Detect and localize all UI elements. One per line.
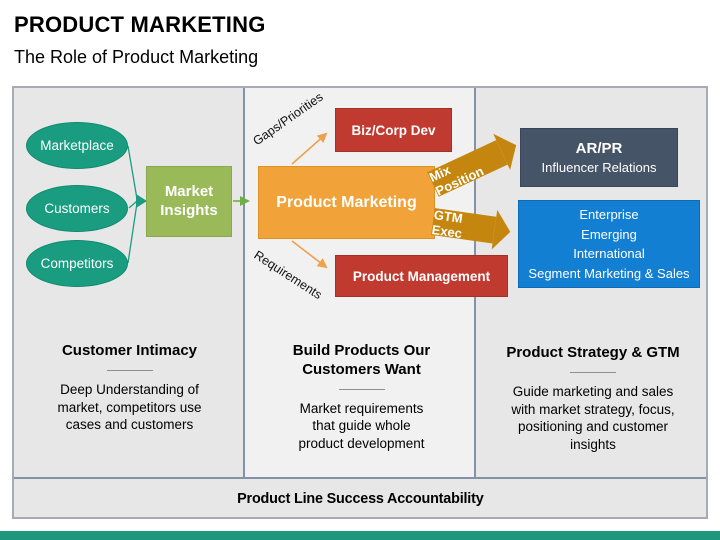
build-products-section: Build Products Our Customers Want Market… bbox=[247, 342, 476, 453]
ellipse-marketplace-label: Marketplace bbox=[40, 138, 114, 153]
market-insights-box: Market Insights bbox=[146, 166, 232, 237]
segment-emerging: Emerging bbox=[581, 226, 637, 242]
build-products-description: Market requirements that guide whole pro… bbox=[298, 400, 425, 452]
page-subtitle: The Role of Product Marketing bbox=[14, 47, 259, 67]
build-products-heading: Build Products Our Customers Want bbox=[292, 342, 431, 378]
product-strategy-heading: Product Strategy & GTM bbox=[506, 344, 680, 361]
biz-corp-dev-box: Biz/Corp Dev bbox=[335, 108, 452, 152]
arpr-subtitle: Influencer Relations bbox=[541, 159, 657, 175]
ellipse-competitors-label: Competitors bbox=[40, 256, 114, 271]
customer-intimacy-section: Customer Intimacy Deep Understanding of … bbox=[14, 342, 245, 434]
heading-divider bbox=[338, 388, 385, 390]
ellipse-customers-label: Customers bbox=[44, 201, 110, 216]
segment-enterprise: Enterprise bbox=[579, 207, 639, 222]
product-management-box: Product Management bbox=[335, 255, 508, 297]
product-strategy-description: Guide marketing and sales with market st… bbox=[511, 383, 675, 453]
ellipse-marketplace: Marketplace bbox=[26, 122, 128, 169]
customer-intimacy-description: Deep Understanding of market, competitor… bbox=[57, 381, 202, 433]
arpr-box: AR/PR Influencer Relations bbox=[520, 128, 678, 187]
ellipse-competitors: Competitors bbox=[26, 240, 128, 287]
accountability-bar-label: Product Line Success Accountability bbox=[236, 489, 484, 507]
arpr-title: AR/PR bbox=[575, 139, 623, 157]
ellipse-customers: Customers bbox=[26, 185, 128, 232]
page-title: PRODUCT MARKETING bbox=[14, 12, 266, 37]
product-marketing-box: Product Marketing bbox=[258, 166, 435, 239]
customer-intimacy-heading: Customer Intimacy bbox=[61, 342, 198, 359]
segments-box: Enterprise Emerging International Segmen… bbox=[518, 200, 700, 288]
heading-divider bbox=[570, 371, 616, 373]
segment-marketing-sales: Segment Marketing & Sales bbox=[528, 265, 690, 281]
segment-international: International bbox=[573, 246, 645, 261]
accountability-bar: Product Line Success Accountability bbox=[14, 477, 706, 517]
heading-divider bbox=[106, 369, 153, 371]
product-strategy-section: Product Strategy & GTM Guide marketing a… bbox=[480, 344, 706, 454]
footer-accent-stripe bbox=[0, 531, 720, 540]
